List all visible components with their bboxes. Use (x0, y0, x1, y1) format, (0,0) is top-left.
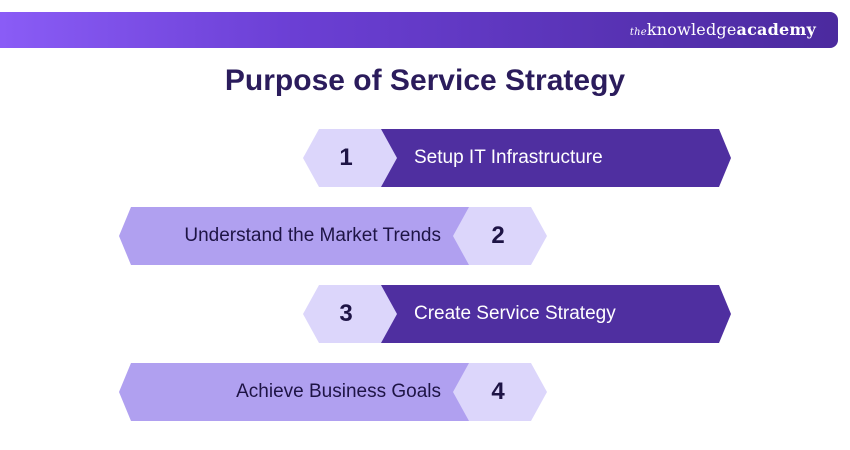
step-1-number: 1 (339, 144, 353, 171)
header-banner: theknowledgeacademy (0, 12, 838, 48)
step-1-label: Setup IT Infrastructure (414, 147, 603, 168)
brand-name: knowledge (646, 20, 737, 39)
step-4-number: 4 (491, 378, 505, 405)
brand-prefix: the (629, 27, 647, 38)
page-title: Purpose of Service Strategy (224, 64, 626, 97)
step-3-number: 3 (339, 300, 353, 327)
brand-logo: theknowledgeacademy (630, 20, 816, 39)
step-1: 1 Setup IT Infrastructure (303, 129, 731, 187)
step-4: Achieve Business Goals 4 (119, 363, 547, 421)
step-1-shape (303, 129, 731, 187)
step-4-label: Achieve Business Goals (236, 381, 441, 402)
step-2-shape (119, 207, 547, 265)
step-2-number: 2 (491, 222, 505, 249)
brand-suffix: academy (736, 20, 816, 39)
step-2: Understand the Market Trends 2 (119, 207, 547, 265)
step-4-shape (119, 363, 547, 421)
step-3-shape (303, 285, 731, 343)
step-3: 3 Create Service Strategy (303, 285, 731, 343)
step-2-label: Understand the Market Trends (184, 225, 441, 246)
step-3-label: Create Service Strategy (414, 303, 616, 324)
